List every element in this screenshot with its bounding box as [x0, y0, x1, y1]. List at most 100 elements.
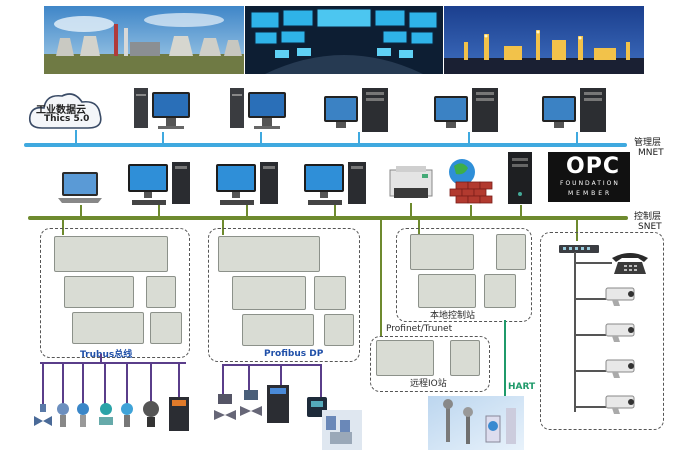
opc-logo-text: OPC [566, 154, 620, 179]
cctv-branch [574, 298, 606, 300]
profibus-field-bus [222, 364, 322, 366]
opc-logo-line2: MEMBER [568, 190, 613, 197]
io-rack [376, 340, 434, 376]
cctv-box [540, 232, 664, 430]
field-drop [62, 362, 64, 404]
io-rack [64, 276, 134, 308]
opc-foundation-logo: OPC FOUNDATION MEMBER [548, 152, 630, 202]
drive-icon [266, 384, 290, 428]
mnet-label-cn: 管理层 [634, 138, 662, 148]
mnet-drop [75, 130, 77, 144]
snet-bus-line [28, 216, 628, 220]
snet-label-en: SNET [638, 222, 662, 232]
workstation-icon [322, 86, 394, 140]
network-switch-icon [558, 240, 600, 259]
mnet-drop [358, 132, 360, 144]
snet-drop [246, 205, 248, 217]
field-drop [82, 362, 84, 404]
local-station-box [396, 228, 532, 322]
snet-drop [470, 205, 472, 217]
workstation-icon [540, 86, 612, 140]
field-drop [320, 364, 322, 398]
local-station-label: 本地控制站 [430, 311, 476, 321]
io-rack [150, 312, 182, 344]
mnet-label-en: MNET [638, 148, 664, 158]
hart-instruments-photo [428, 396, 524, 454]
profinet-label: Profinet/Trunet [386, 324, 453, 334]
snet-drop [334, 205, 336, 217]
profibus-label: Profibus DP [264, 349, 324, 359]
io-rack [54, 236, 168, 272]
remote-io-label: 远程IO站 [410, 379, 447, 389]
mnet-drop [576, 132, 578, 144]
snet-to-cabinet [418, 219, 420, 235]
io-rack [242, 314, 314, 346]
cctv-camera-icon [600, 358, 636, 384]
cctv-branch [574, 262, 612, 264]
trubus-field-bus [40, 362, 186, 364]
cctv-camera-icon [600, 394, 636, 420]
cctv-camera-icon [600, 286, 636, 312]
profibus-station-box [208, 228, 360, 362]
operator-station-icon [302, 160, 368, 212]
io-rack [418, 274, 476, 308]
snet-label-cn: 控制层 [634, 212, 662, 222]
server-icon [506, 150, 534, 210]
remote-io-box [370, 336, 490, 392]
laptop-icon [56, 170, 104, 210]
mnet-drop [162, 132, 164, 144]
valve-actuator-icon [238, 388, 264, 422]
snet-drop [158, 205, 160, 217]
cctv-branch [574, 406, 606, 408]
pressure-transmitter-icon [322, 410, 362, 454]
banner-refinery [444, 6, 644, 74]
transmitter-icon [54, 402, 72, 432]
snet-to-cabinet [222, 219, 224, 235]
mnet-drop [260, 132, 262, 144]
io-rack [496, 234, 526, 270]
field-drop [104, 362, 106, 404]
field-drop [126, 362, 128, 404]
transmitter-icon [74, 402, 92, 432]
banner-control-room [245, 6, 443, 74]
snet-drop [410, 203, 412, 217]
cloud-icon [26, 88, 106, 134]
trubus-station-box [40, 228, 190, 358]
snet-drop [80, 205, 82, 217]
valve-actuator-icon [212, 392, 238, 426]
mnet-bus-line [24, 143, 627, 147]
trubus-riser [100, 354, 102, 364]
io-rack [324, 314, 354, 346]
banner-power-plant [44, 6, 244, 74]
mnet-drop [468, 132, 470, 144]
operator-station-icon [214, 160, 280, 212]
cloud-title: 工业数据云 [36, 105, 86, 116]
valve-icon [32, 402, 54, 432]
opc-logo-line1: FOUNDATION [560, 180, 620, 187]
drive-icon [168, 396, 190, 436]
io-rack [484, 274, 516, 308]
io-rack [410, 234, 474, 270]
actuator-icon [140, 400, 162, 432]
snet-to-cabinet [380, 219, 382, 337]
field-drop [248, 364, 250, 390]
workstation-icon [132, 86, 196, 140]
field-drop [222, 364, 224, 394]
cloud-subtitle: Thics 5.0 [44, 114, 90, 124]
cctv-branch [574, 334, 606, 336]
printer-icon [386, 164, 436, 208]
cctv-branch [574, 370, 606, 372]
io-rack [218, 236, 320, 272]
flowmeter-icon [96, 402, 116, 432]
io-rack [72, 312, 144, 344]
io-rack [450, 340, 480, 376]
hart-label: HART [508, 382, 536, 392]
firewall-globe-icon [446, 156, 496, 210]
cctv-camera-icon [600, 322, 636, 348]
cctv-trunk-line [574, 252, 576, 412]
field-drop [178, 362, 180, 398]
io-rack [314, 276, 346, 310]
snet-to-cabinet [576, 219, 578, 241]
io-rack [146, 276, 176, 308]
snet-drop [520, 205, 522, 217]
